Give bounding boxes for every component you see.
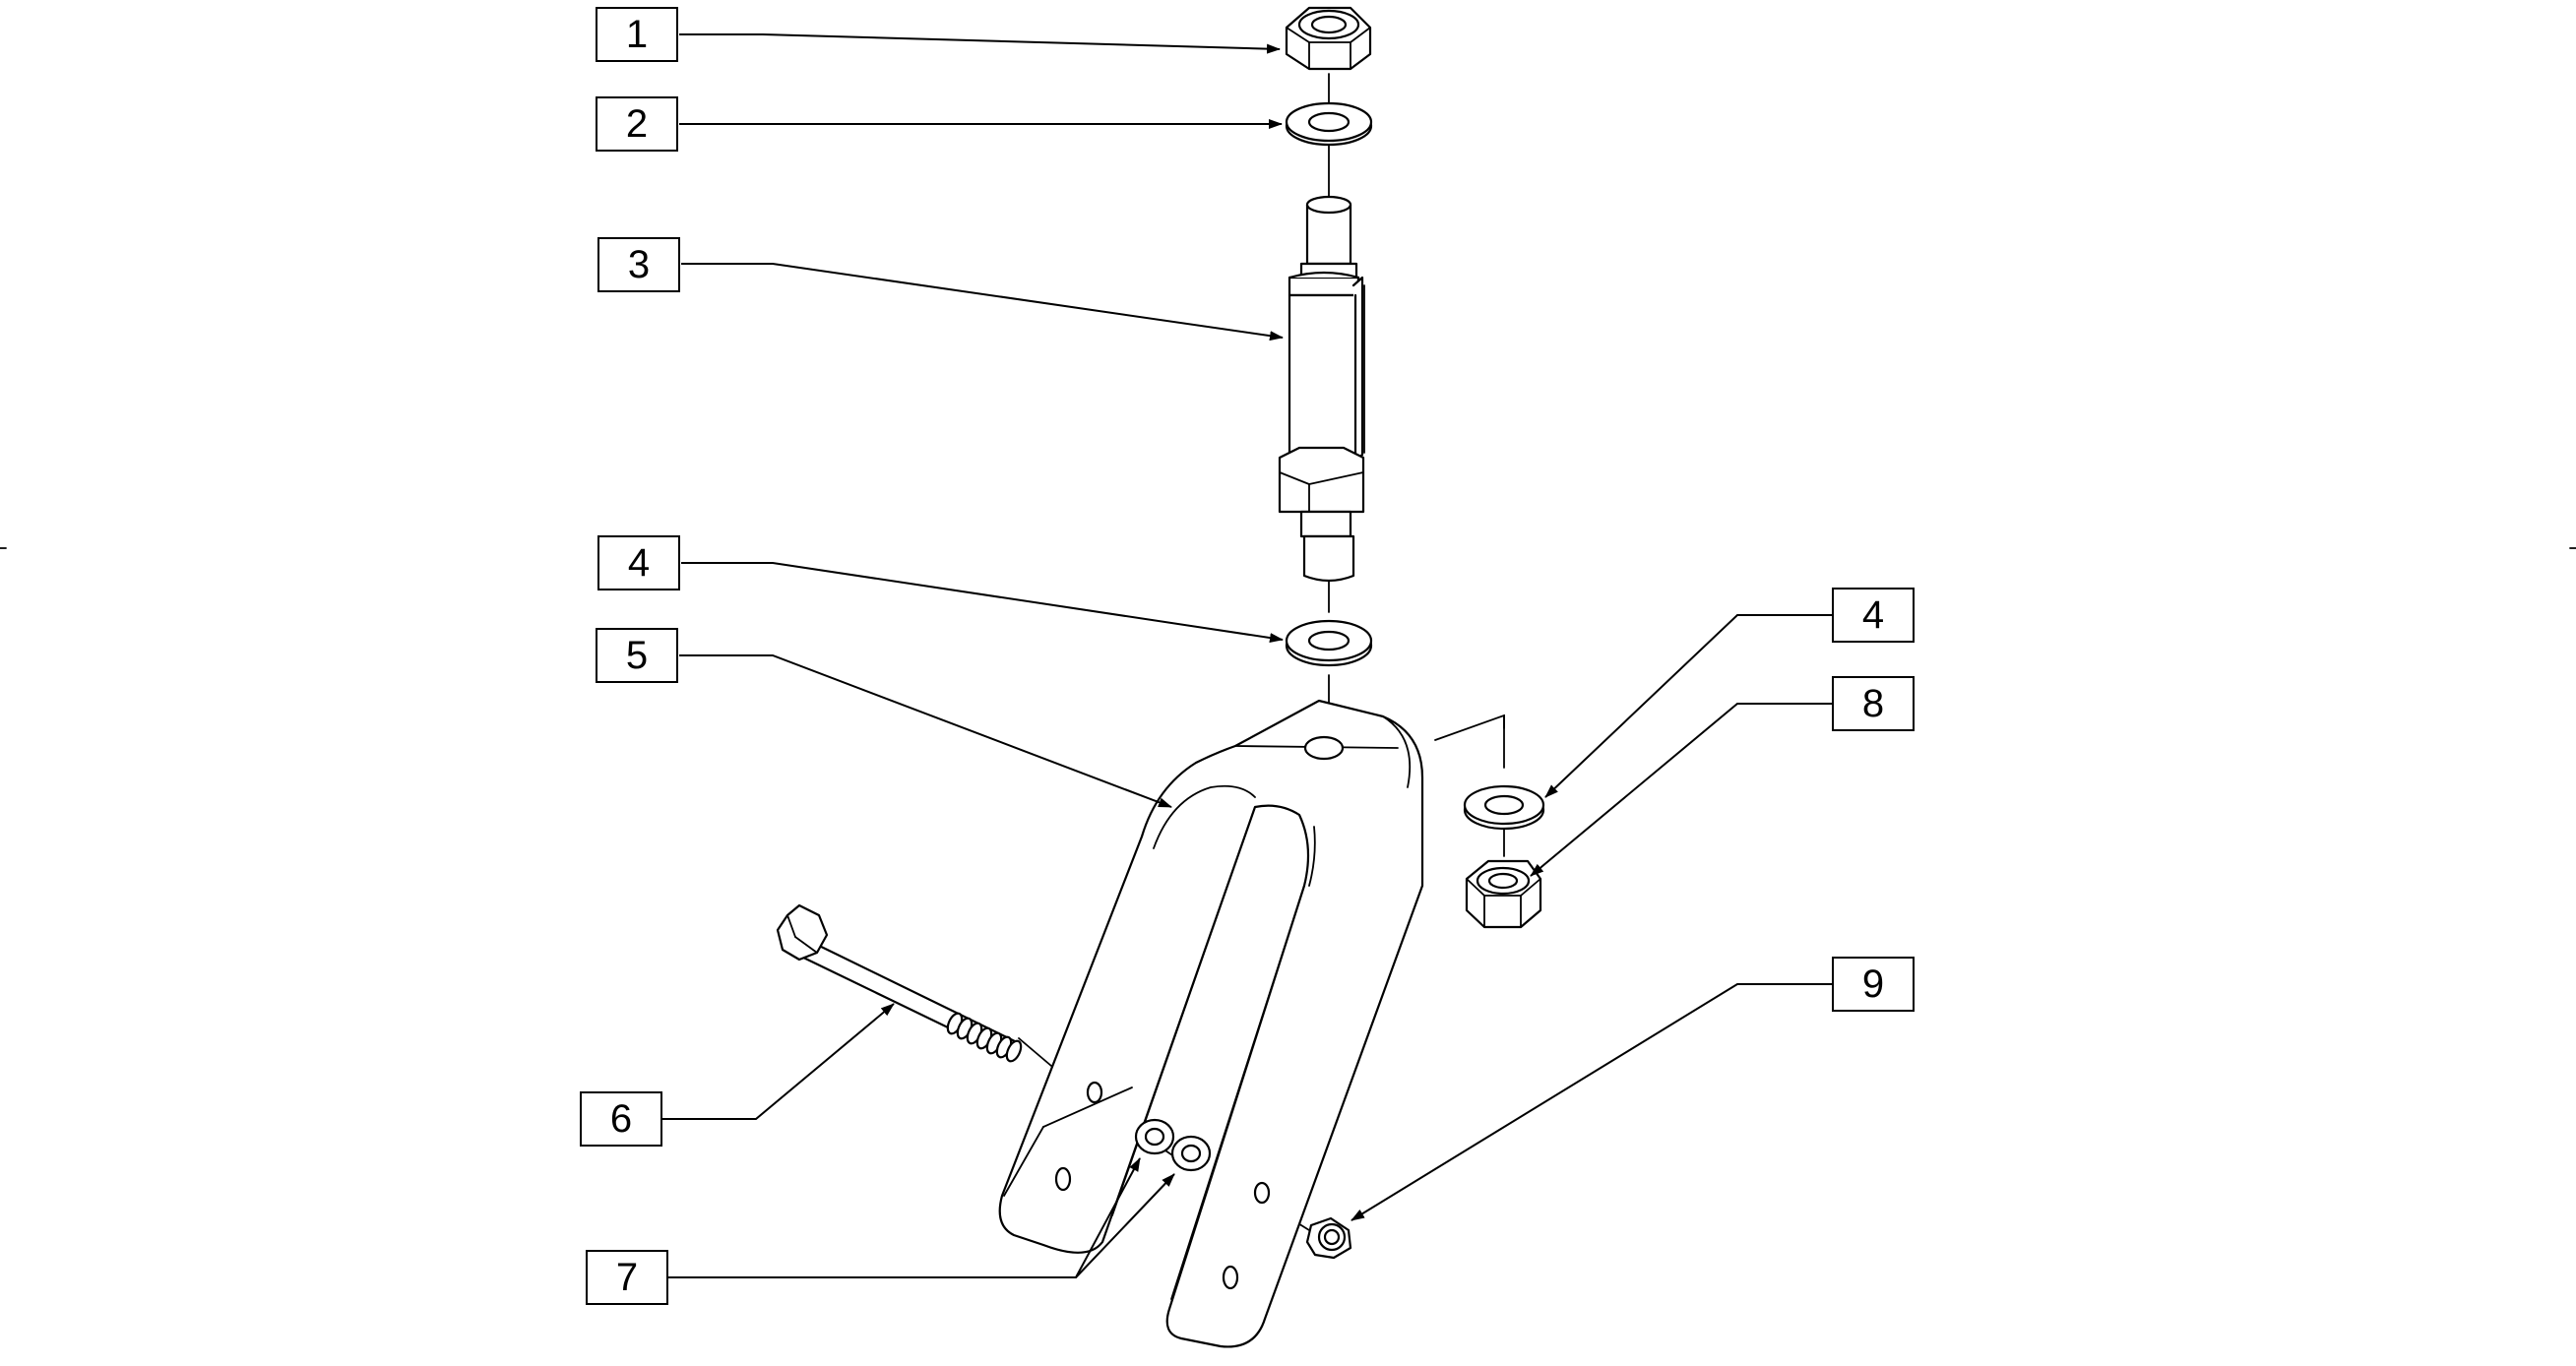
caster-fork: [998, 699, 1424, 1348]
leader-4a: [681, 562, 1284, 644]
spindle-shaft: [1278, 195, 1365, 583]
callout-9: 9: [1832, 957, 1915, 1012]
callout-5: 5: [596, 628, 678, 683]
hex-bolt: [776, 903, 1023, 1063]
callout-7: 7: [586, 1250, 668, 1305]
callout-label: 6: [610, 1097, 632, 1141]
callout-label: 9: [1862, 962, 1884, 1006]
callout-label: 5: [626, 634, 648, 677]
leader-1: [679, 33, 1281, 54]
callout-2: 2: [596, 96, 678, 152]
bolt-threads: [946, 1012, 1023, 1063]
leader-3: [681, 263, 1284, 342]
callout-label: 1: [626, 13, 648, 56]
callout-label: 3: [628, 243, 650, 286]
callout-4-left: 4: [597, 535, 680, 590]
leader-9: [1351, 983, 1833, 1221]
callout-label: 8: [1862, 682, 1884, 725]
leader-4b: [1544, 614, 1833, 798]
callout-3: 3: [597, 237, 680, 292]
callout-label: 7: [616, 1256, 638, 1299]
callout-label: 4: [1862, 593, 1884, 637]
leader-5: [679, 654, 1172, 808]
callout-1: 1: [596, 7, 678, 62]
leader-6: [661, 1003, 895, 1120]
washer-middle: [1285, 619, 1373, 667]
small-nut: [1305, 1216, 1352, 1260]
leader-7b: [1075, 1173, 1175, 1278]
washer-right: [1463, 784, 1545, 831]
hex-nut-top: [1285, 6, 1372, 71]
leader-8: [1530, 703, 1833, 877]
small-washers: [1134, 1118, 1212, 1172]
callout-label: 4: [628, 541, 650, 585]
hex-nut-right: [1465, 859, 1542, 929]
callout-4-right: 4: [1832, 588, 1915, 643]
callout-8: 8: [1832, 676, 1915, 731]
callout-6: 6: [580, 1091, 662, 1147]
callout-label: 2: [626, 102, 648, 146]
leader-lines: [661, 33, 1833, 1278]
washer-top: [1285, 101, 1373, 147]
